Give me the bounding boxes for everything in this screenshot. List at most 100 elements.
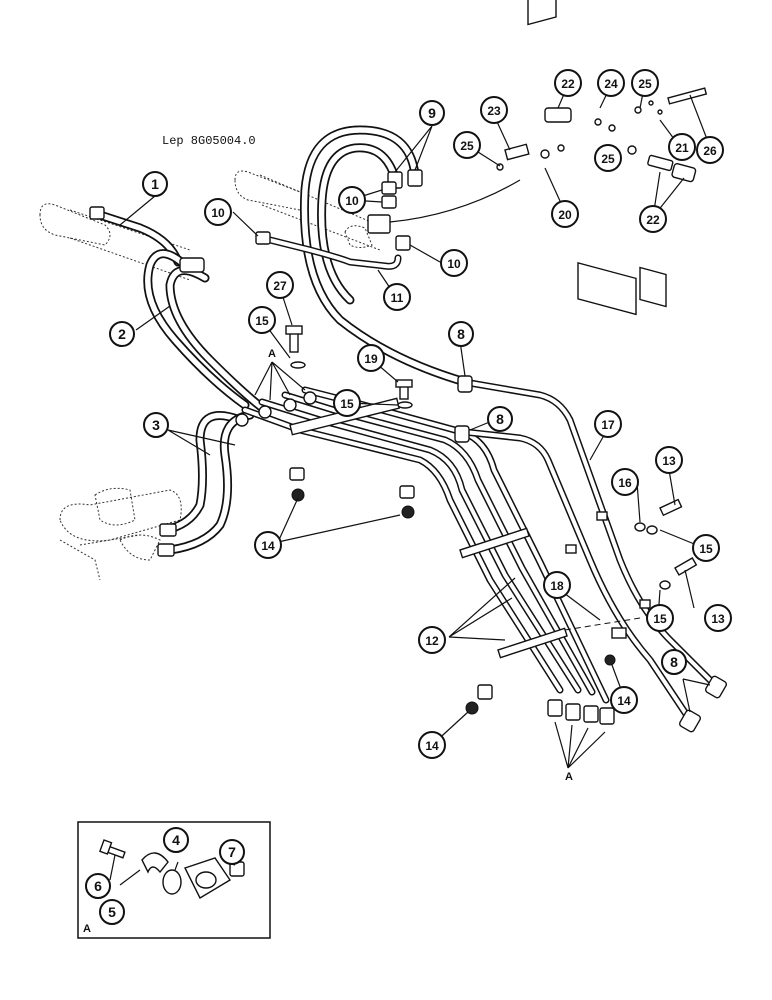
callout-circle	[487, 406, 513, 432]
callout-circle	[163, 827, 189, 853]
callout-number: 8	[457, 326, 465, 342]
callout-15-3: 15	[692, 534, 720, 562]
callout-5: 5	[99, 899, 125, 925]
coupling-8-middle	[454, 425, 470, 443]
callout-circle	[480, 96, 508, 124]
callout-8-3: 8	[661, 649, 687, 675]
callout-number: 25	[638, 77, 652, 91]
callout-13-1: 13	[655, 446, 683, 474]
callout-number: 22	[646, 213, 660, 227]
callout-1: 1	[142, 171, 168, 197]
callout-circle	[610, 686, 638, 714]
callout-number: 10	[447, 257, 461, 271]
callout-12: 12	[418, 626, 446, 654]
clip	[639, 599, 651, 609]
callout-circle	[692, 534, 720, 562]
callout-number: 19	[364, 352, 378, 366]
callout-number: 7	[228, 844, 236, 860]
callout-circle	[357, 344, 385, 372]
callout-circle	[597, 69, 625, 97]
callout-number: 15	[653, 612, 667, 626]
callout-number: 18	[550, 579, 564, 593]
callout-11: 11	[383, 283, 411, 311]
callout-number: 8	[496, 411, 504, 427]
callout-number: 16	[618, 476, 632, 490]
callout-15-4: 15	[646, 604, 674, 632]
callout-number: 17	[601, 418, 615, 432]
callout-3: 3	[143, 412, 169, 438]
callout-number: 13	[711, 612, 725, 626]
drawing-reference: Lep 8G05004.0	[162, 134, 256, 148]
a-markers: A A	[254, 348, 606, 783]
callout-25-2: 25	[631, 69, 659, 97]
callout-circle	[655, 446, 683, 474]
a-marker-upper: A	[268, 348, 276, 360]
callout-7: 7	[219, 839, 245, 865]
callout-circle	[142, 171, 168, 197]
callout-14-3: 14	[418, 731, 446, 759]
callout-10-2: 10	[204, 198, 232, 226]
callout-circle	[704, 604, 732, 632]
callout-23: 23	[480, 96, 508, 124]
callout-15-1: 15	[248, 306, 276, 334]
callout-circle	[611, 468, 639, 496]
callout-number: 8	[670, 654, 678, 670]
callout-4: 4	[163, 827, 189, 853]
callout-circle	[333, 389, 361, 417]
callout-number: 4	[172, 832, 180, 848]
callout-8-2: 8	[487, 406, 513, 432]
callout-number: 10	[345, 194, 359, 208]
callout-number: 14	[617, 694, 631, 708]
callout-circle	[668, 133, 696, 161]
callout-circle	[219, 839, 245, 865]
callout-circle	[543, 571, 571, 599]
callout-number: 15	[699, 542, 713, 556]
callout-circle	[631, 69, 659, 97]
callout-19: 19	[357, 344, 385, 372]
callout-14-2: 14	[610, 686, 638, 714]
callout-6: 6	[85, 873, 111, 899]
callout-number: 15	[255, 314, 269, 328]
callout-circle	[248, 306, 276, 334]
callout-circle	[551, 200, 579, 228]
callout-number: 10	[211, 206, 225, 220]
callout-16: 16	[611, 468, 639, 496]
callout-circle	[639, 205, 667, 233]
callout-circle	[266, 271, 294, 299]
coupling-8-lower-a	[704, 675, 728, 699]
hidden-line	[564, 617, 641, 631]
callout-circle	[440, 249, 468, 277]
callout-8-1: 8	[448, 321, 474, 347]
callout-10-1: 10	[338, 186, 366, 214]
callout-circle	[383, 283, 411, 311]
callout-number: 25	[460, 139, 474, 153]
callout-25-3: 25	[594, 144, 622, 172]
callout-circle	[99, 899, 125, 925]
callout-number: 14	[425, 739, 439, 753]
callout-circle	[554, 69, 582, 97]
callout-number: 2	[118, 326, 126, 342]
callout-13-2: 13	[704, 604, 732, 632]
callout-circle	[696, 136, 724, 164]
callout-number: 1	[151, 176, 159, 192]
nut-14	[289, 467, 616, 715]
pipe-18	[461, 428, 694, 724]
callout-17: 17	[594, 410, 622, 438]
callout-number: 3	[152, 417, 160, 433]
clip	[596, 511, 608, 521]
callout-2: 2	[109, 321, 135, 347]
callout-circle	[453, 131, 481, 159]
callout-number: 24	[604, 77, 618, 91]
callout-27: 27	[266, 271, 294, 299]
callout-15-2: 15	[333, 389, 361, 417]
callout-22-1: 22	[554, 69, 582, 97]
clip	[565, 544, 577, 554]
callout-circle	[418, 626, 446, 654]
callout-circle	[594, 410, 622, 438]
callout-18: 18	[543, 571, 571, 599]
callout-circle	[594, 144, 622, 172]
callout-number: 9	[428, 105, 436, 121]
a-marker-lower: A	[565, 771, 573, 783]
adapter-10	[255, 181, 411, 251]
